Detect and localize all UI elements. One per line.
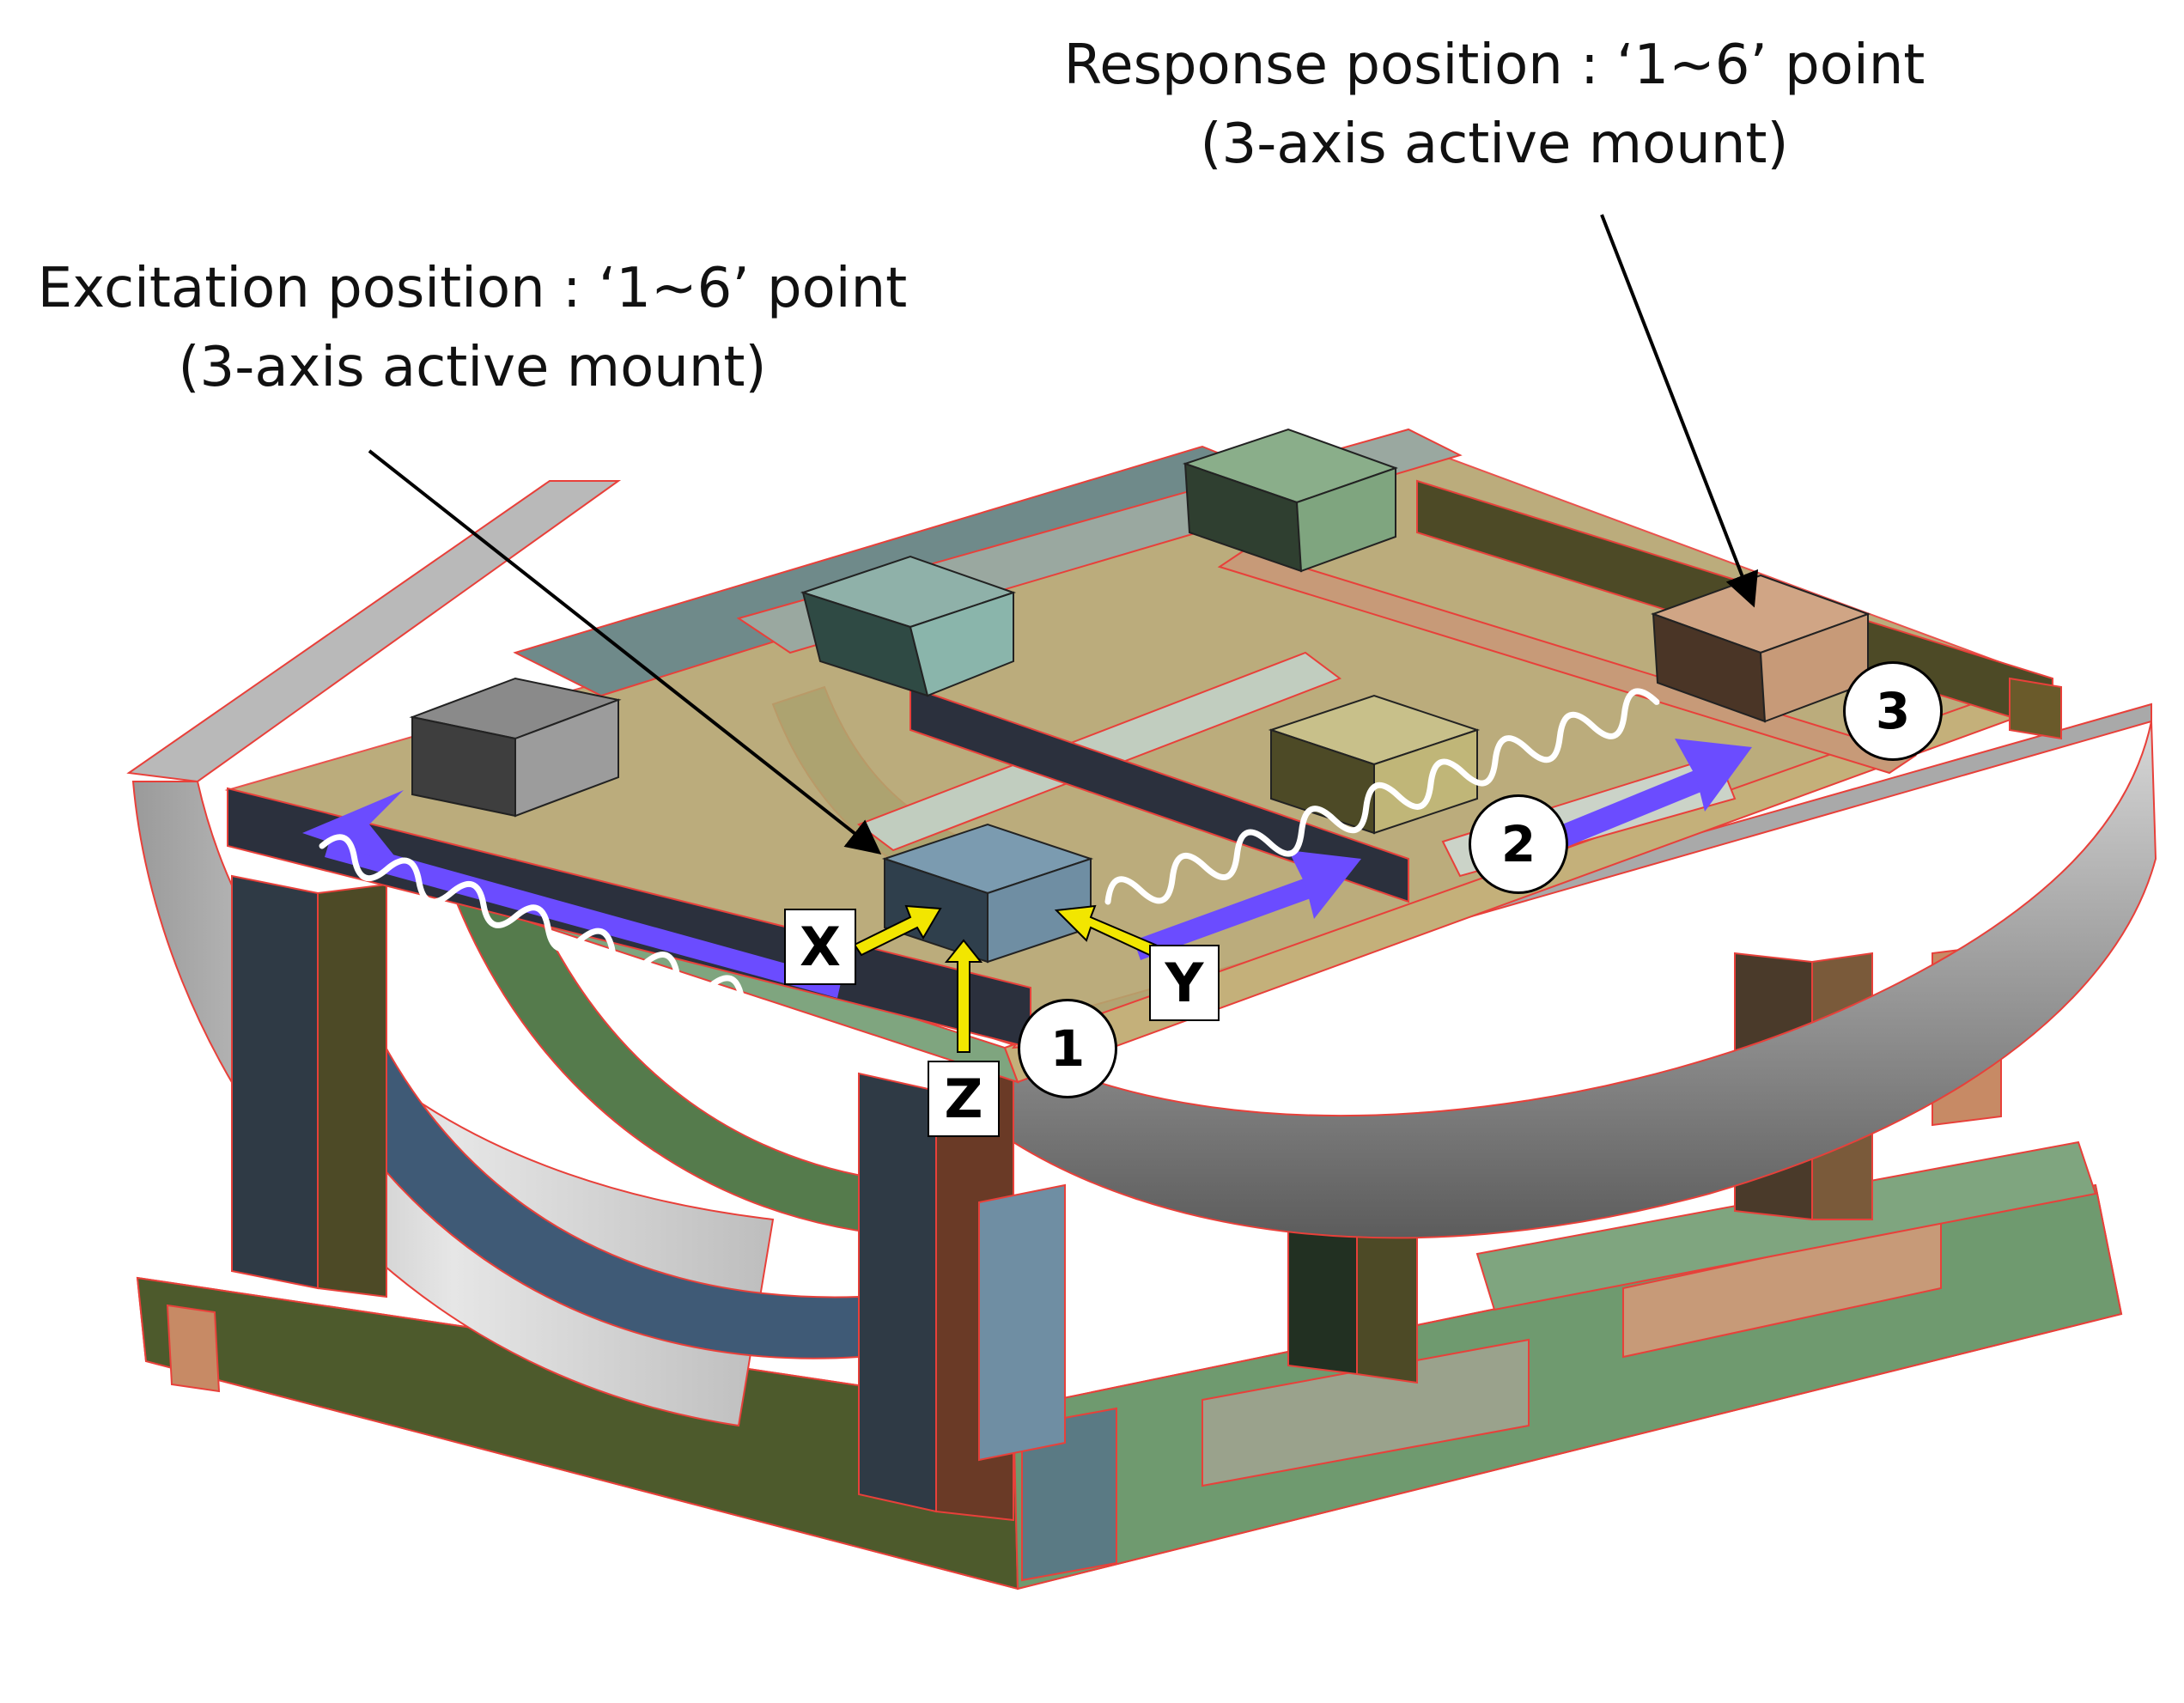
transfer-path-arrows <box>302 739 1752 998</box>
point-1-marker: 1 <box>1018 999 1117 1098</box>
path-arrow-mid-head <box>1288 850 1361 919</box>
mount-teal <box>800 555 1017 697</box>
path-arrow-left <box>325 837 842 998</box>
axis-y-arrow <box>1054 904 1163 959</box>
response-callout-line2: (3-axis active mount) <box>1200 113 1789 176</box>
wave-right <box>1104 688 1660 905</box>
axis-z-label: Z <box>928 1061 1000 1137</box>
axis-x-arrow <box>853 904 942 957</box>
path-arrow-mid <box>1134 872 1329 960</box>
path-arrow-left-head <box>302 790 404 867</box>
response-callout: Response position : ‘1~6’ point (3-axis … <box>1022 26 1967 184</box>
excitation-callout-line1: Excitation position : ‘1~6’ point <box>37 257 908 320</box>
axis-arrows <box>853 904 1163 1053</box>
point-3-marker: 3 <box>1843 661 1943 761</box>
vibration-waves <box>319 688 1660 1002</box>
mount-gray <box>409 677 622 818</box>
point-2-marker: 2 <box>1469 794 1568 894</box>
callout-leaders <box>368 214 1759 855</box>
mount-response <box>1651 574 1871 723</box>
axis-z-arrow <box>944 939 983 1053</box>
leader-response <box>1600 214 1759 608</box>
leader-excitation <box>368 449 882 855</box>
axis-y-label: Y <box>1149 945 1220 1021</box>
path-arrow-right-head <box>1675 739 1752 812</box>
mount-green <box>1182 428 1398 573</box>
wave-left <box>319 834 745 1002</box>
response-callout-line1: Response position : ‘1~6’ point <box>1063 33 1925 97</box>
mount-olive <box>1268 694 1481 835</box>
excitation-callout-line2: (3-axis active mount) <box>178 336 767 399</box>
axis-x-label: X <box>784 909 856 985</box>
path-arrow-right <box>1520 764 1716 863</box>
base-deck <box>136 1140 2123 1590</box>
excitation-callout: Excitation position : ‘1~6’ point (3-axi… <box>0 249 945 407</box>
